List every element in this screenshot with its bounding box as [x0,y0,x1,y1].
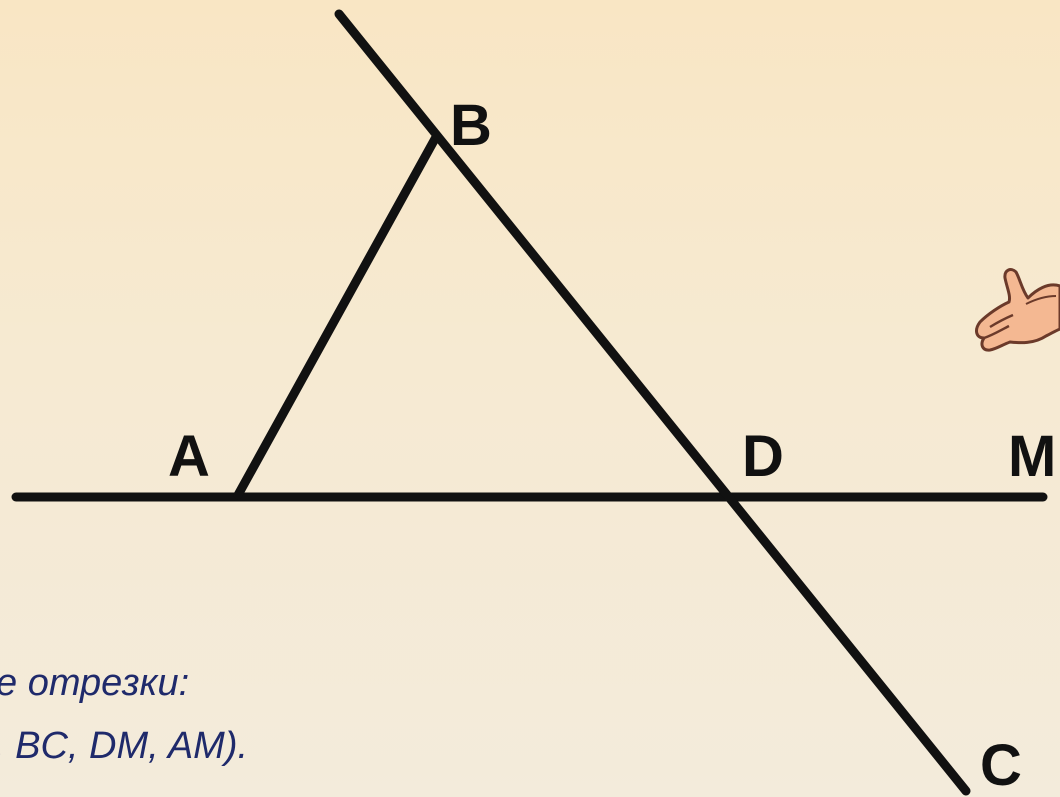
line-bc [334,9,971,796]
pointing-hand-icon[interactable] [975,268,1060,352]
point-label-a: A [168,424,210,489]
point-label-c: C [980,733,1022,797]
caption-line-2: , BC, DM, AM). [0,725,249,767]
point-label-b: B [450,93,492,158]
caption-line-1: е отрезки: [0,662,190,704]
point-label-m: M [1008,424,1056,489]
segment-ab [233,132,441,500]
point-label-d: D [742,424,784,489]
